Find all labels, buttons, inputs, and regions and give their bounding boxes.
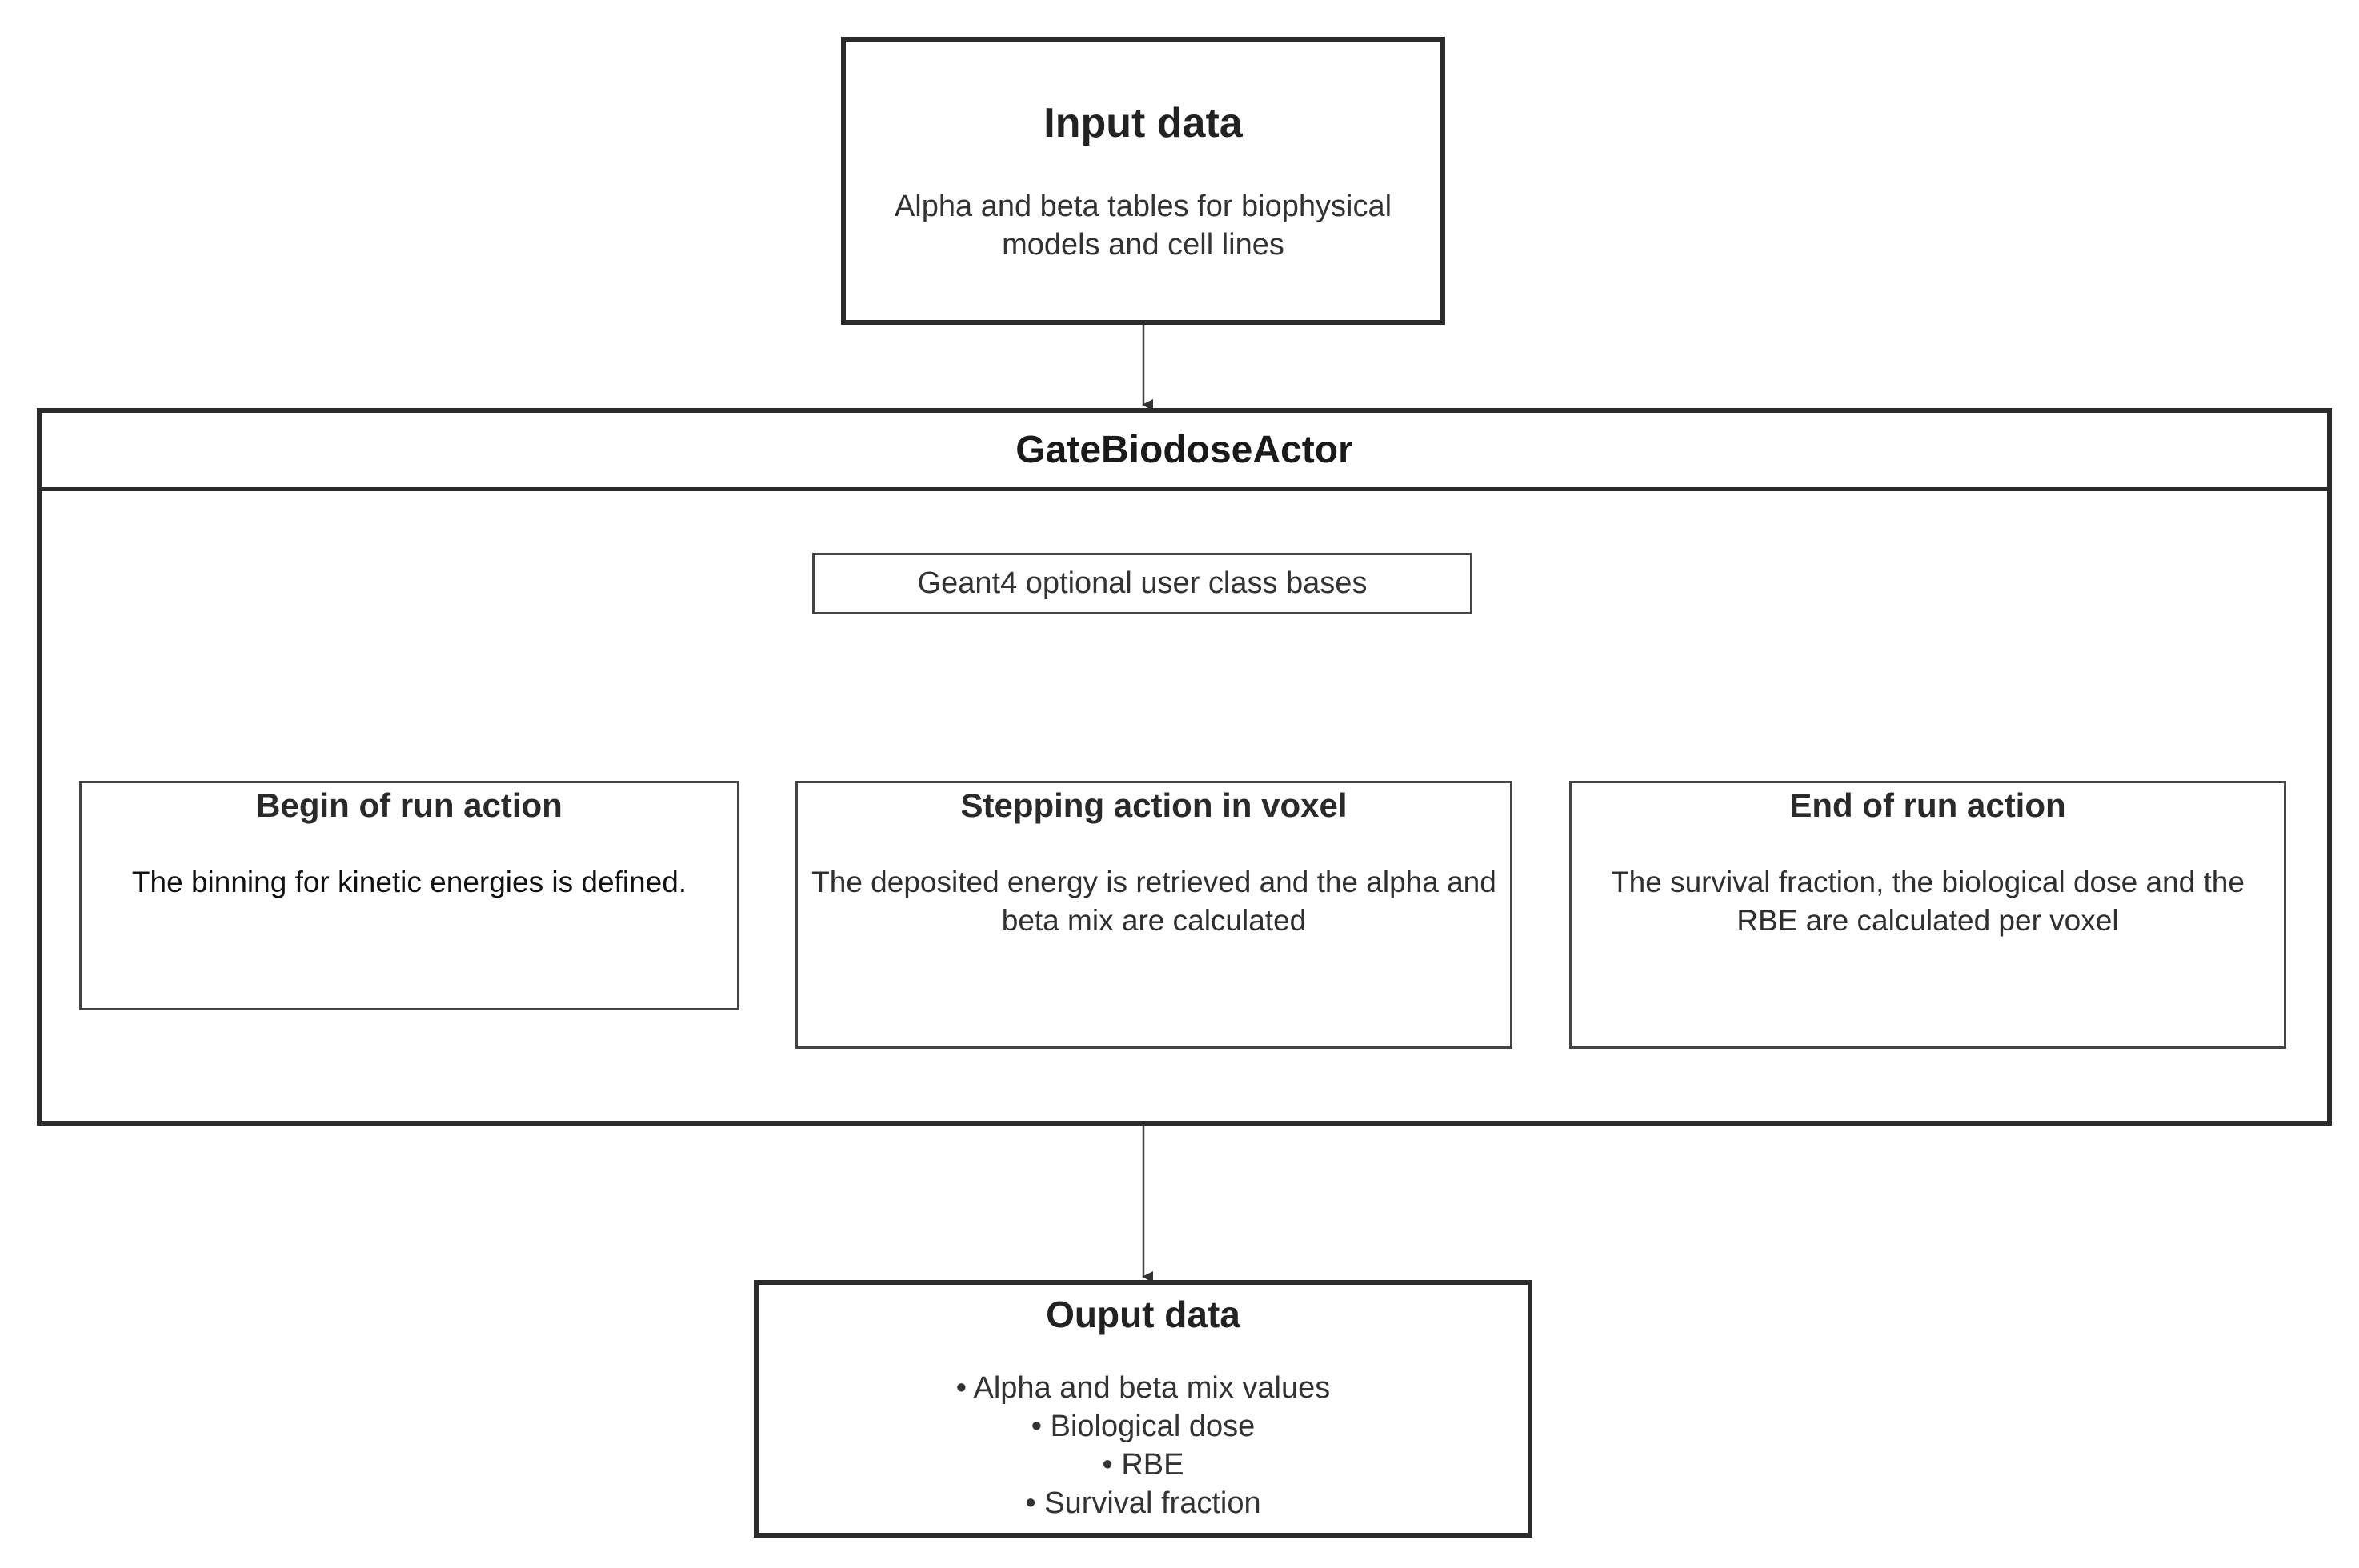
geant4-base-class-box: Geant4 optional user class bases <box>812 553 1472 614</box>
input-data-box: Input data Alpha and beta tables for bio… <box>841 37 1445 325</box>
stepping-action-box: Stepping action in voxel The deposited e… <box>795 781 1512 1049</box>
end-of-run-action-title: End of run action <box>1789 786 2066 824</box>
actor-title: GateBiodoseActor <box>42 413 2327 491</box>
end-of-run-action-box: End of run action The survival fraction,… <box>1569 781 2286 1049</box>
output-data-title: Ouput data <box>1046 1294 1240 1335</box>
output-item: • Alpha and beta mix values <box>955 1371 1331 1405</box>
output-data-box: Ouput data • Alpha and beta mix values •… <box>754 1280 1532 1538</box>
begin-of-run-action-description: The binning for kinetic energies is defi… <box>131 866 687 898</box>
stepping-action-title: Stepping action in voxel <box>960 786 1348 824</box>
begin-of-run-action-title: Begin of run action <box>256 786 563 824</box>
output-item: • Biological dose <box>1031 1410 1256 1443</box>
end-of-run-action-description: The survival fraction, the biological do… <box>1611 866 2245 937</box>
stepping-action-description: The deposited energy is retrieved and th… <box>811 866 1496 937</box>
input-data-description: Alpha and beta tables for biophysical mo… <box>894 190 1392 262</box>
output-item: • Survival fraction <box>1025 1486 1261 1520</box>
input-data-title: Input data <box>1043 100 1243 146</box>
begin-of-run-action-box: Begin of run action The binning for kine… <box>79 781 739 1010</box>
output-data-list: • Alpha and beta mix values • Biological… <box>759 1369 1528 1522</box>
output-item: • RBE <box>1102 1448 1184 1482</box>
